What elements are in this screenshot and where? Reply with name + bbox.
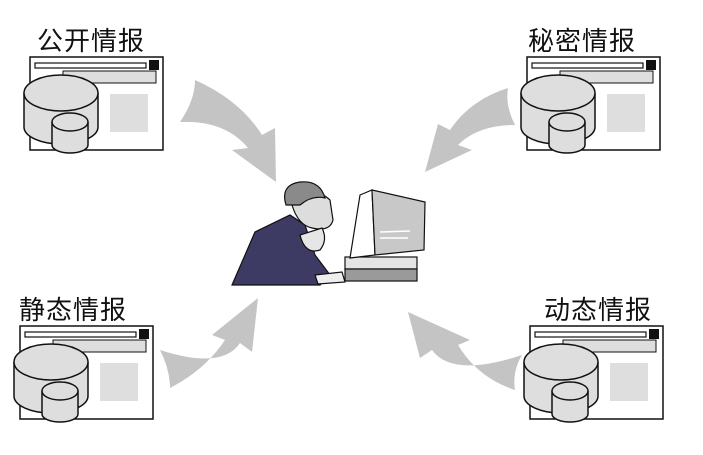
arrow-icon-top-right [425, 88, 515, 172]
label-public-intelligence: 公开情报 [37, 27, 146, 57]
arrow-icon-bottom-right [408, 312, 522, 390]
secret-intelligence-icon [520, 56, 661, 154]
dynamic-intelligence-icon [523, 325, 664, 423]
label-static-intelligence: 静态情报 [19, 296, 128, 326]
label-secret-intelligence: 秘密情报 [528, 27, 637, 57]
arrow-icon-top-left [180, 80, 276, 182]
arrow-icon-bottom-left [160, 298, 258, 388]
static-intelligence-icon [13, 325, 154, 423]
label-dynamic-intelligence: 动态情报 [544, 296, 653, 326]
person-at-computer-illustration [231, 181, 426, 286]
public-intelligence-icon [23, 56, 164, 154]
